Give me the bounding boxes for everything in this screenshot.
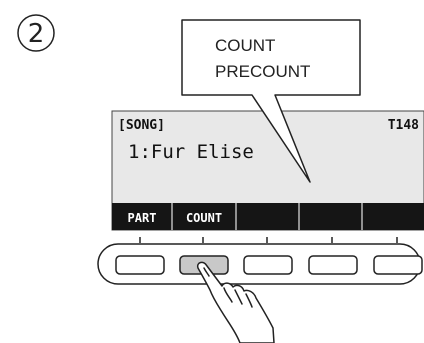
- softkey-button-1[interactable]: [116, 256, 164, 274]
- step-number: 2: [28, 19, 45, 49]
- softkey-bar-background: [112, 203, 424, 230]
- callout-line-count: COUNT: [215, 36, 275, 55]
- softkey-button-4[interactable]: [309, 256, 357, 274]
- song-mode-label: [SONG]: [118, 118, 165, 133]
- softkey-count-label: COUNT: [186, 211, 222, 225]
- button-panel: [98, 237, 422, 284]
- softkey-button-3[interactable]: [244, 256, 292, 274]
- step-indicator: 2: [18, 15, 54, 51]
- softkey-part-label: PART: [128, 211, 157, 225]
- tempo-label: T148: [388, 118, 419, 133]
- callout-line-precount: PRECOUNT: [215, 62, 310, 81]
- lcd-display: [SONG] T148 1:Fur Elise PART COUNT: [112, 111, 424, 230]
- softkey-bar: PART COUNT: [112, 203, 424, 230]
- song-title: 1:Fur Elise: [128, 141, 254, 163]
- softkey-button-5[interactable]: [374, 256, 422, 274]
